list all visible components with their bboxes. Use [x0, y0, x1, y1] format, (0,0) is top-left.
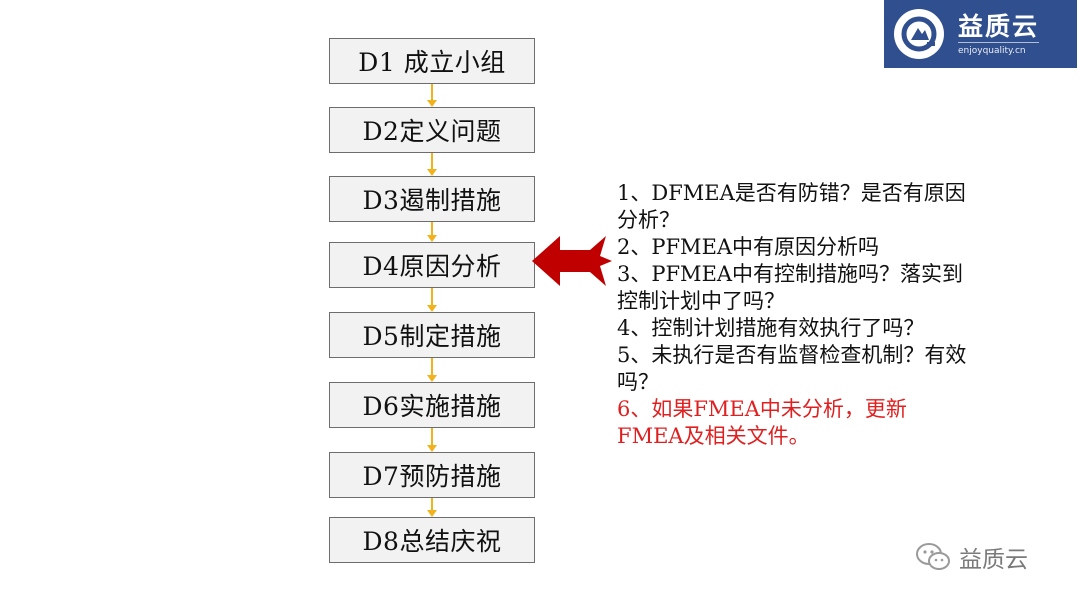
step-box-d5: D5制定措施: [329, 312, 535, 358]
note-item-3: 3、PFMEA中有控制措施吗？落实到控制计划中了吗？: [617, 262, 964, 313]
step-box-d6: D6实施措施: [329, 382, 535, 428]
connector-arrow-2: [427, 153, 437, 176]
logo-domain: enjoyquality.cn: [958, 41, 1040, 57]
note-item-4: 4、控制计划措施有效执行了吗？: [617, 316, 925, 340]
note-item-5: 5、未执行是否有监督检查机制？有效吗？: [617, 343, 967, 394]
brand-logo: 益质云 enjoyquality.cn: [884, 0, 1077, 68]
connector-arrow-5: [427, 358, 437, 382]
connector-arrow-6: [427, 428, 437, 452]
step-box-d1: D1 成立小组: [329, 38, 535, 84]
connector-arrow-7: [427, 498, 437, 517]
red-left-arrow-icon: [532, 236, 612, 286]
checklist-notes: 1、DFMEA是否有防错？是否有原因分析？ 2、PFMEA中有原因分析吗 3、P…: [617, 180, 972, 450]
connector-arrow-4: [427, 288, 437, 312]
step-box-d8: D8总结庆祝: [329, 517, 535, 563]
note-item-1: 1、DFMEA是否有防错？是否有原因分析？: [617, 181, 966, 232]
wechat-icon: [916, 543, 950, 570]
connector-arrow-1: [427, 84, 437, 107]
connector-arrow-3: [427, 222, 437, 242]
step-box-d7: D7预防措施: [329, 452, 535, 498]
step-box-d3: D3遏制措施: [329, 176, 535, 222]
note-item-2: 2、PFMEA中有原因分析吗: [617, 235, 880, 259]
note-item-6: 6、如果FMEA中未分析，更新FMEA及相关文件。: [617, 397, 907, 448]
step-box-d2: D2定义问题: [329, 107, 535, 153]
wechat-watermark: 益质云: [915, 540, 1028, 574]
step-box-d4: D4原因分析: [329, 242, 535, 288]
watermark-text: 益质云: [959, 547, 1028, 573]
logo-name: 益质云: [958, 11, 1040, 41]
logo-mark-icon: [894, 9, 944, 59]
